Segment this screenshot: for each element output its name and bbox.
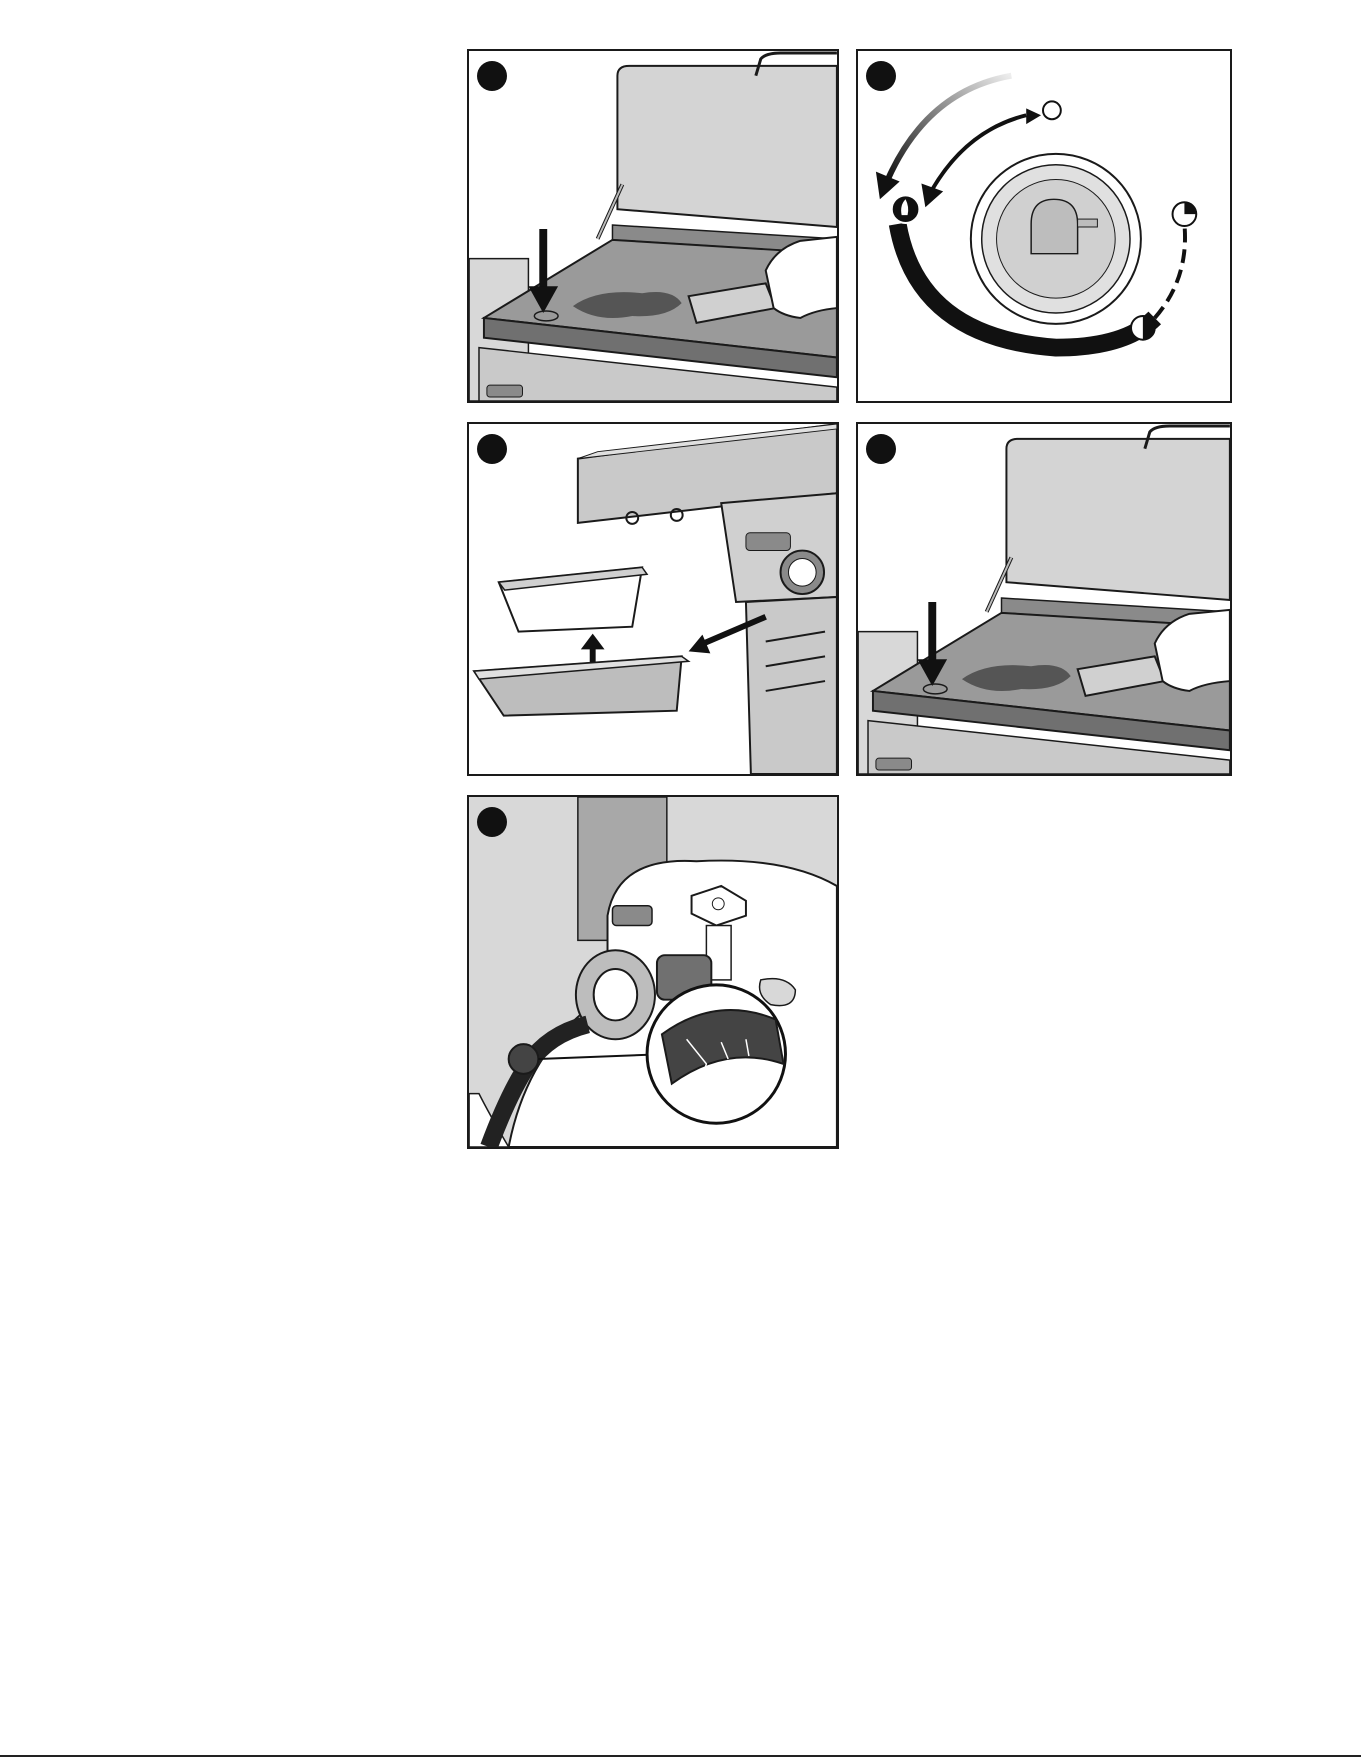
step-badge — [866, 61, 896, 91]
illustration-panel-1 — [467, 49, 839, 403]
illustration-panel-3 — [467, 422, 839, 776]
step-badge — [477, 807, 507, 837]
griddle-scraping-illustration — [469, 51, 837, 401]
control-knob-dial-illustration — [858, 51, 1230, 401]
step-badge — [477, 61, 507, 91]
illustration-panel-2 — [856, 49, 1232, 403]
grease-tray-illustration — [469, 424, 837, 774]
step-badge — [866, 434, 896, 464]
griddle-scraping-illustration — [858, 424, 1230, 774]
gas-hose-inspection-illustration — [469, 797, 837, 1147]
illustration-panel-4 — [856, 422, 1232, 776]
illustration-panel-5 — [467, 795, 839, 1149]
footer-rule — [0, 1755, 1361, 1757]
step-badge — [477, 434, 507, 464]
